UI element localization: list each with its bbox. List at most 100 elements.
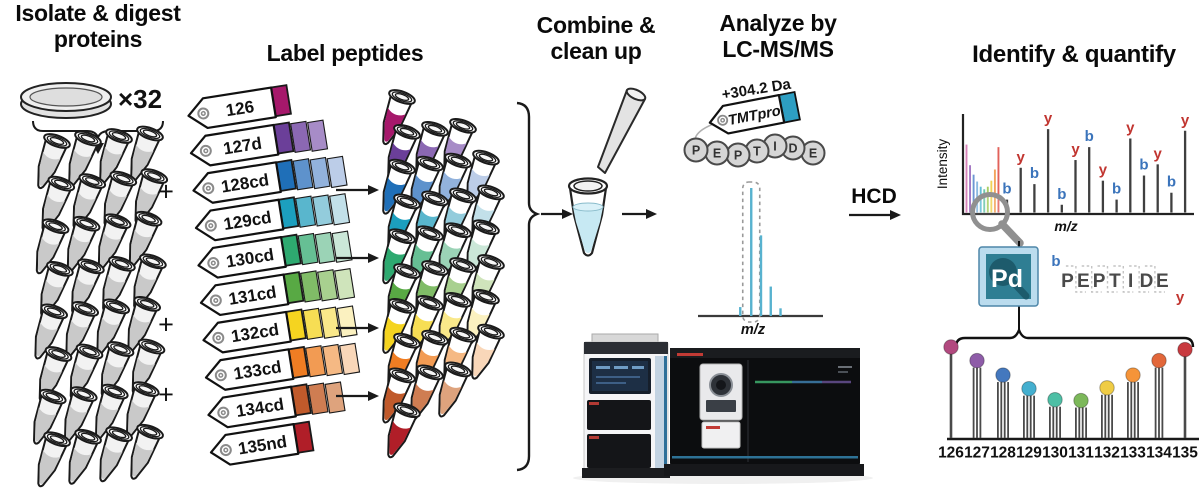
combine-brace: [516, 101, 541, 472]
fragment-ion-label: b: [1085, 128, 1094, 145]
peptide-letter: E: [1077, 271, 1091, 292]
peptide-letter: D: [1140, 271, 1155, 292]
mass-spectrometer: [670, 348, 860, 466]
fragmentation-mark: [1129, 265, 1150, 293]
channel-label: 133: [1120, 445, 1146, 462]
channel-label: 132: [1094, 445, 1120, 462]
tmt-tag-list: 126127d128cd129cd130cd131cd132cd133cd134…: [187, 84, 361, 466]
ms1-xlabel: m/z: [741, 322, 766, 338]
multiplier-label: ×32: [118, 84, 163, 114]
tmt-label-tag: 127d: [189, 119, 329, 167]
fragment-ion-label: b: [1139, 157, 1148, 174]
fragment-ion-label: b: [1112, 181, 1121, 198]
channel-label: 128: [990, 445, 1016, 462]
arrowhead: [368, 323, 379, 333]
tmt-label-tag: 134cd: [207, 381, 346, 429]
tmt-label-tag: 128cd: [192, 155, 348, 204]
tmt-label-tag: 131cd: [199, 267, 356, 317]
tmtpro-tag: TMTpro: [708, 90, 801, 135]
precursor-selection-box: [741, 181, 761, 323]
tmt-label-tag: 130cd: [197, 230, 353, 279]
channel-dot: [995, 367, 1011, 383]
hcd-arrowhead: [890, 210, 901, 220]
sample-tube: [127, 296, 162, 352]
plus-sign: +: [158, 309, 174, 340]
header-analyze: Analyze by LC-MS/MS: [719, 10, 837, 62]
labeling-arrows: [336, 185, 379, 401]
lc-ms-instrument: [573, 333, 873, 484]
ms2-xlabel: m/z: [1054, 218, 1077, 234]
fragmentation-mark: [1113, 265, 1134, 293]
channel-label: 134: [1146, 445, 1172, 462]
combine-arrowhead: [562, 209, 573, 219]
residue-letter: E: [809, 147, 817, 161]
tmt-label-tag: 132cd: [202, 305, 358, 354]
sample-tube-array: [33, 125, 169, 488]
fragment-ion-label: y: [1017, 149, 1026, 166]
labeled-tube-array: [382, 89, 505, 459]
vendor-logo-mark: [677, 353, 703, 356]
fragmentation-mark: [1081, 265, 1102, 293]
labeled-tube: [382, 367, 416, 424]
peptide-letter: P: [1093, 271, 1107, 292]
tmt-label-tag: 135nd: [209, 420, 315, 466]
fragment-ion-label: y: [1181, 112, 1190, 129]
peptide-letter: P: [1061, 271, 1075, 292]
fragment-ion-label: b: [1030, 165, 1039, 182]
sample-tube: [33, 388, 67, 445]
labeled-tube: [438, 361, 472, 418]
header-isolate: Isolate & digest proteins: [15, 0, 181, 52]
fragmentation-mark: [1144, 265, 1165, 293]
ms2-ylabel: Intensity: [935, 139, 950, 190]
sample-tube: [37, 431, 71, 488]
residue-letter: D: [788, 142, 797, 156]
channel-label: 127: [964, 445, 990, 462]
tag-label: 126: [225, 97, 256, 120]
to-ms-arrowhead: [646, 209, 657, 219]
header-label: Label peptides: [266, 40, 424, 66]
labeled-tube: [382, 158, 416, 215]
peptide-letter: I: [1128, 271, 1134, 292]
channel-dot: [1047, 392, 1063, 408]
channel-label: 130: [1042, 445, 1068, 462]
magnifier-icon: [970, 192, 1024, 247]
labeled-tube: [410, 294, 444, 351]
fragment-ion-label: y: [1099, 162, 1108, 179]
sample-tube: [68, 130, 102, 187]
peptide-letter: T: [1109, 271, 1122, 292]
fragment-ion-label: b: [1167, 174, 1176, 191]
sample-tube: [68, 428, 102, 485]
sample-tube: [99, 128, 133, 185]
pd-logo-text: Pd: [991, 265, 1023, 293]
sample-tube: [126, 381, 160, 438]
residue-letter: P: [734, 149, 742, 163]
header-combine: Combine & clean up: [536, 12, 656, 64]
channel-dot: [1151, 352, 1167, 369]
fragmentation-mark: [1065, 265, 1086, 293]
fragmentation-mark: [1097, 265, 1118, 293]
reporter-zoom-brace: [954, 326, 1195, 348]
channel-label: 131: [1068, 445, 1094, 462]
proteome-discoverer-logo: Pd: [978, 246, 1039, 307]
tmt-label-tag: 129cd: [194, 193, 351, 242]
channel-dot: [1125, 367, 1141, 383]
plus-sign: +: [158, 176, 174, 207]
sample-tube: [66, 215, 101, 272]
arrowhead: [368, 253, 379, 263]
labeled-tube: [410, 155, 444, 212]
fragment-ion-label: y: [1154, 145, 1163, 162]
sample-tube: [65, 301, 100, 357]
sample-tube: [130, 423, 164, 480]
labeled-tube: [466, 219, 500, 276]
channel-dot: [1177, 341, 1193, 358]
tmt-label-tag: 126: [187, 84, 292, 130]
fragment-ion-label: b: [1002, 181, 1011, 198]
header-identify: Identify & quantify: [972, 41, 1176, 68]
peptide-letter: E: [1156, 271, 1170, 292]
arrowhead: [368, 185, 379, 195]
channel-label: 135: [1172, 445, 1198, 462]
